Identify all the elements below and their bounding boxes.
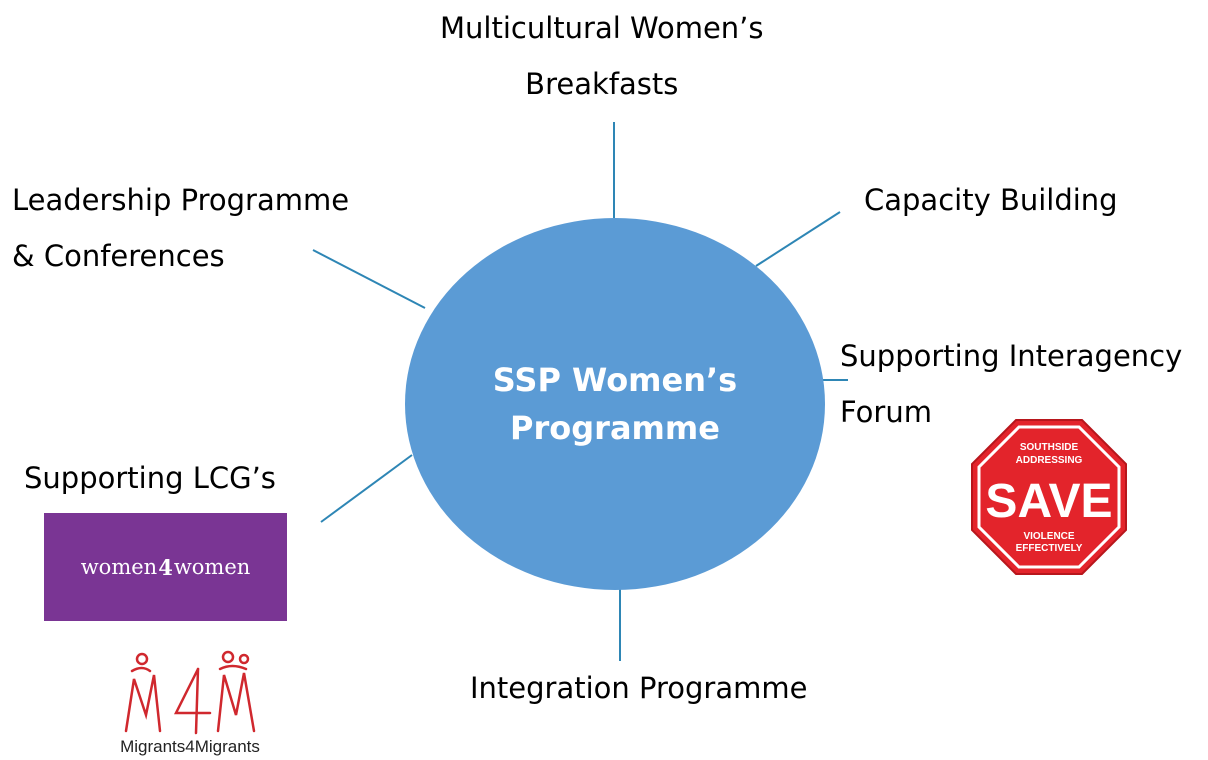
- node-interagency-line-2: Forum: [840, 395, 932, 429]
- node-capacity-line-1: Capacity Building: [864, 183, 1118, 217]
- center-node: SSP Women’s Programme: [405, 218, 825, 590]
- save-top-line-1: SOUTHSIDE: [1020, 442, 1079, 453]
- node-integration-line-1: Integration Programme: [470, 671, 808, 705]
- save-stop-sign-logo: SOUTHSIDE ADDRESSING SAVE VIOLENCE EFFEC…: [971, 419, 1127, 575]
- w4w-right-word: women: [173, 555, 251, 579]
- connector-capacity: [755, 211, 841, 267]
- m4m-name: Migrants4Migrants: [120, 737, 260, 756]
- w4w-four: 4: [158, 554, 173, 580]
- save-bottom-line-1: VIOLENCE: [1023, 531, 1074, 542]
- migrants4migrants-logo: Migrants4Migrants: [90, 645, 290, 756]
- node-breakfasts: Multicultural Women’s Breakfasts: [440, 0, 764, 112]
- node-interagency-line-1: Supporting Interagency: [840, 339, 1183, 373]
- node-leadership-line-1: Leadership Programme: [12, 183, 350, 217]
- center-line-1: SSP Women’s: [492, 361, 738, 399]
- node-lcg-line-1: Supporting LCG’s: [24, 461, 276, 495]
- center-line-2: Programme: [510, 409, 720, 447]
- save-bottom-line-2: EFFECTIVELY: [1016, 543, 1083, 554]
- connector-leadership: [312, 249, 426, 309]
- connector-lcg: [320, 454, 413, 523]
- w4w-left-word: women: [80, 555, 158, 579]
- save-top-line-2: ADDRESSING: [1016, 455, 1083, 466]
- m4m-figures-icon: [124, 650, 256, 735]
- node-capacity: Capacity Building: [864, 172, 1118, 228]
- save-main-word: SAVE: [985, 475, 1112, 528]
- center-node-label: SSP Women’s Programme: [465, 356, 765, 452]
- node-leadership: Leadership Programme & Conferences: [12, 172, 349, 284]
- node-breakfasts-line-1: Multicultural Women’s: [440, 11, 764, 45]
- node-interagency: Supporting Interagency Forum: [840, 328, 1182, 440]
- node-leadership-line-2: & Conferences: [12, 239, 225, 273]
- node-breakfasts-line-2: Breakfasts: [525, 67, 679, 101]
- node-lcg: Supporting LCG’s: [24, 450, 276, 506]
- node-integration: Integration Programme: [470, 660, 807, 716]
- women4women-logo: women 4 women: [44, 513, 287, 621]
